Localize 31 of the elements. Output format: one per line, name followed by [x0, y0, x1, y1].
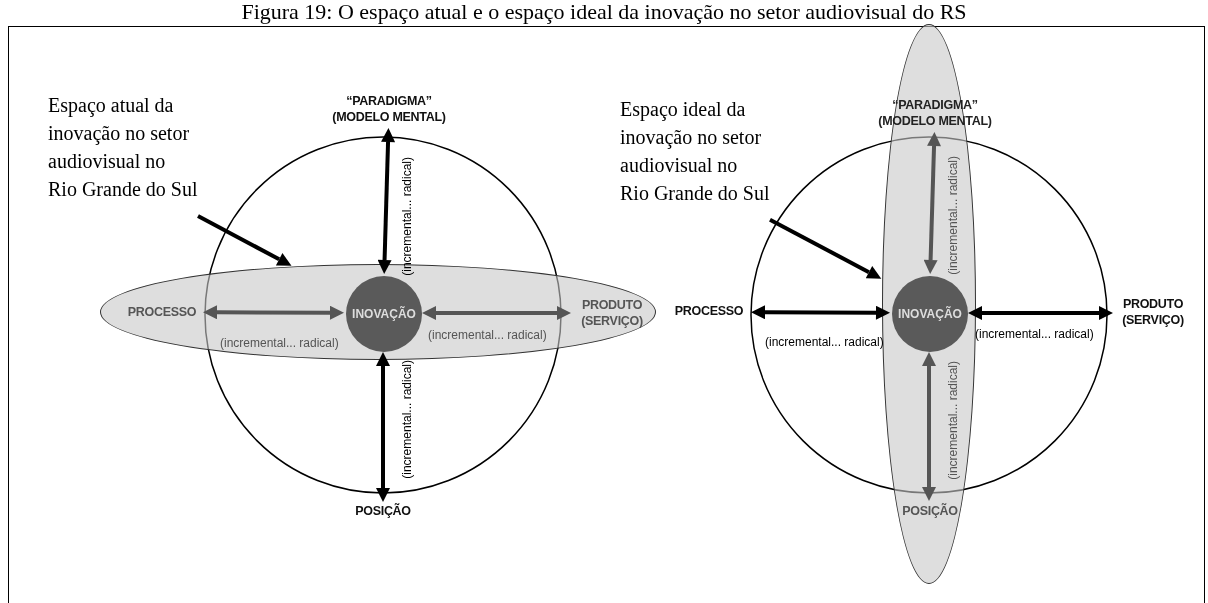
double-arrow [751, 305, 890, 320]
axis-label: POSIÇÃO [346, 503, 420, 521]
double-arrow [422, 306, 571, 320]
double-arrow [377, 128, 396, 274]
edge-label: (incremental... radical) [400, 360, 414, 479]
double-arrow [376, 352, 390, 502]
double-arrow [968, 306, 1113, 320]
figure-title: Figura 19: O espaço atual e o espaço ideal da inovação no setor audiovisual do RS [240, 0, 968, 24]
edge-label: (incremental... radical) [975, 327, 1094, 341]
annotation-text: Espaço ideal da inovação no setor audiovisual no Rio Grande do Sul [620, 95, 770, 265]
double-arrow [922, 352, 936, 501]
axis-label: “PARADIGMA” (MODELO MENTAL) [872, 97, 998, 131]
innovation-circle: INOVAÇÃO [892, 276, 968, 352]
edge-label: (incremental... radical) [946, 156, 960, 275]
edge-label: (incremental... radical) [400, 157, 414, 276]
leader-arrow [769, 217, 882, 279]
axis-label: PROCESSO [121, 304, 203, 322]
edge-label: (incremental... radical) [765, 335, 884, 349]
edge-label: (incremental... radical) [946, 361, 960, 480]
innovation-circle: INOVAÇÃO [346, 276, 422, 352]
double-arrow [203, 305, 344, 320]
double-arrow [923, 132, 942, 274]
edge-label: (incremental... radical) [428, 328, 547, 342]
axis-label: PROCESSO [668, 303, 750, 321]
axis-label: “PARADIGMA” (MODELO MENTAL) [326, 93, 452, 127]
axis-label: PRODUTO (SERVIÇO) [1114, 296, 1192, 330]
axis-label: PRODUTO (SERVIÇO) [573, 297, 651, 331]
leader-arrow [197, 214, 292, 266]
axis-label: POSIÇÃO [893, 503, 967, 521]
annotation-text: Espaço atual da inovação no setor audiovisual no Rio Grande do Sul [48, 91, 198, 261]
edge-label: (incremental... radical) [220, 336, 339, 350]
